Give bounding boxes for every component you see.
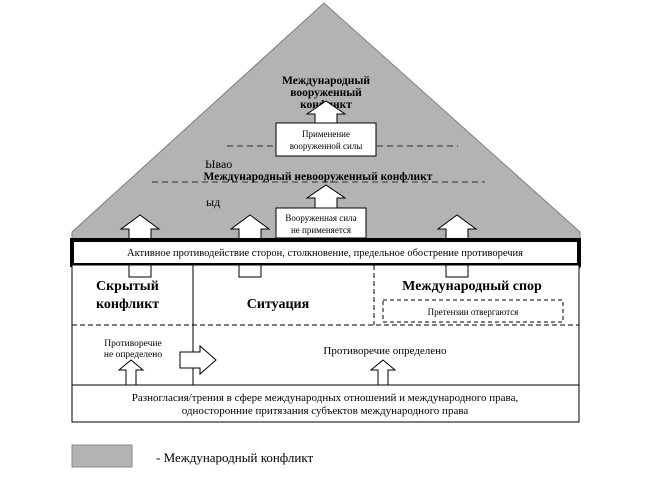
defined-contradiction: Противоречие определено — [323, 345, 447, 357]
armed-conflict-title-line-2: вооруженный — [290, 87, 362, 99]
armed-force-box — [275, 122, 377, 157]
stem-right — [445, 264, 469, 278]
up-arrow-base-right — [369, 359, 397, 386]
base-text-line-2: односторонние притязания субъектов между… — [182, 405, 469, 417]
hidden-conflict-title-line-2: конфликт — [96, 297, 159, 312]
stray-text-2: ыд — [206, 195, 220, 209]
non-armed-conflict-title: Международный невооруженный конфликт — [204, 171, 433, 183]
armed-conflict-title-line-1: Международный — [282, 75, 370, 87]
up-arrow-middle — [305, 184, 347, 209]
undefined-contradiction-line-2: не определено — [104, 350, 162, 360]
right-arrow — [179, 344, 217, 376]
legend-swatch — [71, 444, 133, 468]
claims-rejected-box — [382, 299, 564, 323]
hidden-conflict-title-line-1: Скрытый — [96, 279, 159, 294]
legend-label: - Международный конфликт — [156, 450, 313, 465]
active-opposition-text: Активное противодействие сторон, столкно… — [127, 248, 523, 259]
base-box — [71, 384, 580, 423]
no-force-box-line-2: не применяется — [291, 225, 351, 235]
stem-center — [238, 264, 262, 278]
stem-left — [128, 264, 152, 278]
no-force-box-line-1: Вооруженная сила — [285, 213, 356, 223]
stray-text-1: Ывао — [205, 157, 232, 171]
base-text-line-1: Разногласия/трения в сфере международных… — [132, 392, 519, 404]
armed-force-box-line-2: вооруженной силы — [290, 141, 363, 151]
up-arrow-base-left — [117, 359, 145, 386]
situation-title: Ситуация — [247, 297, 310, 312]
undefined-contradiction-line-1: Противоречие — [104, 339, 161, 349]
armed-force-box-line-1: Применение — [302, 129, 350, 139]
dispute-title: Международный спор — [402, 279, 542, 294]
claims-rejected-text: Претензии отвергаются — [428, 307, 519, 317]
up-arrow-top — [305, 100, 347, 124]
